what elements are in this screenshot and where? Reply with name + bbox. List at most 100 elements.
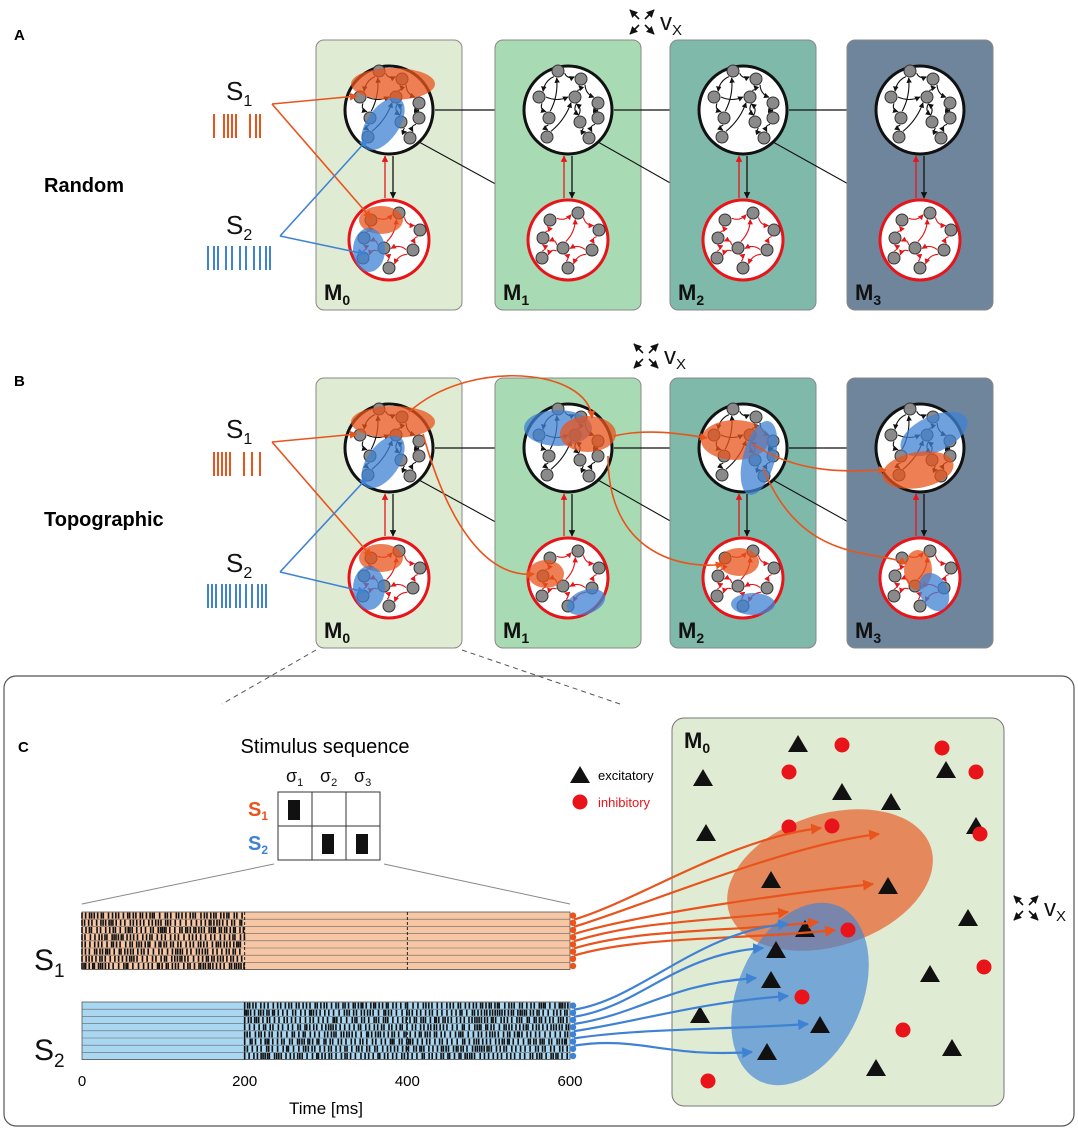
panel-a-m3-inhibitory-network-edge-6 (924, 253, 939, 265)
panel-a-m0-excitatory-network-edge-9 (401, 127, 408, 136)
panel-b-m1-inhibitory-network-edge-7 (564, 591, 571, 600)
panel-b-m2-inhibitory-network-edge-9 (722, 587, 732, 594)
panel-a-m0-label-base: M (324, 280, 342, 305)
panel-b-m2-inhibitory-network-node-5 (760, 581, 774, 595)
s2-projection-3 (573, 991, 790, 1033)
panel-c-velocity: vX (1013, 895, 1066, 925)
panel-b-m3-excitatory-network-node-2 (884, 428, 898, 442)
panel-b-m2-inhibitory-network-node-4 (731, 579, 745, 593)
raster-tick-3: 600 (557, 1073, 582, 1090)
panel-a-m1-inhibitory-network-node-5 (585, 243, 599, 257)
s2-raster-output-2 (569, 1016, 577, 1024)
sequence-row-1-base: S (248, 799, 261, 821)
s2-projection-4 (573, 1019, 810, 1040)
panel-a-m3-excitatory-network-node-2 (884, 90, 898, 104)
panel-a-m2-excitatory-network-edge-4 (720, 96, 744, 102)
panel-a-m1-excitatory-network-edge-12 (575, 103, 582, 116)
panel-a-s2-label: S2 (226, 210, 252, 244)
panel-a-s1-spikes (213, 114, 261, 138)
panel-b-m3-inhibitory-network-node-3 (888, 569, 902, 583)
panel-a-s1-to-exc (271, 92, 358, 105)
panel-a-m2-excitatory-network-node-4 (766, 96, 780, 110)
panel-a-m2-inhibitory-network-node-6 (736, 261, 750, 275)
panel-a-m2-inhibitory-network-edge-1 (757, 217, 770, 229)
panel-a-m1-inhibitory-network-edge-8 (542, 244, 549, 252)
s2-raster-output-4 (569, 1031, 577, 1038)
panel-a-m1-inhibitory-network-edge-10 (569, 243, 586, 250)
panel-b-s1-label: S1 (226, 414, 252, 448)
panel-b-m0-label-base: M (324, 618, 342, 643)
panel-b-m1-inhibitory-network-edge-4 (565, 556, 578, 580)
panel-a-m1-excitatory-network-node-7 (540, 130, 554, 144)
panel-a-m3-excitatory-network-node-4 (943, 96, 957, 110)
panel-b-s1-to-exc (271, 430, 358, 443)
raster-tick-2: 400 (395, 1073, 420, 1090)
panel-b-m3-excitatory-network-edge-10 (944, 445, 951, 452)
panel-b-m3-s1-exc (882, 451, 954, 489)
panel-b-m2-inhibitory-network-edge-8 (717, 582, 724, 590)
panel-a-m3-excitatory-network-node-6 (925, 115, 939, 129)
panel-a-m1-inhibitory-network-edge-3 (548, 236, 558, 246)
panel-a-m2-inhibitory-network-edge-2 (720, 226, 728, 233)
raster-tick-0: 0 (78, 1073, 86, 1090)
panel-a-m3-excitatory-network-edge-0 (916, 73, 927, 82)
move-arrow-3 (633, 343, 644, 354)
panel-b-m0-to-m1-topo (408, 375, 596, 419)
panel-a-m3-inhibitory-network-node-5 (937, 243, 951, 257)
sequence-column-3-sub: 3 (365, 777, 371, 789)
panel-a-m2-inhibitory-network-edge-5 (764, 236, 772, 244)
s1-projection-1 (573, 829, 881, 928)
panel-a-m0-inhibitory-network-node-6 (382, 261, 396, 275)
panel-a-m3-inhibitory-network-edge-1 (934, 217, 947, 229)
panel-a-velocity: vX (629, 9, 682, 39)
panel-a-m1-inhibitory-network-edge-4 (565, 218, 578, 242)
panel-a-s2-to-inh (279, 235, 366, 257)
panel-a-label: Random (44, 175, 124, 197)
raster-s1-label: S1 (34, 944, 65, 982)
panel-a-m1-inhibitory-network-node-4 (556, 241, 570, 255)
zoom-line-right (461, 649, 621, 705)
panel-a-m2-excitatory-network-node-6 (748, 115, 762, 129)
panel-b-m0-s2-exc (361, 435, 405, 489)
panel-a-m2-excitatory-network-edge-6 (715, 103, 722, 113)
panel-a-s2-to-exc (279, 139, 368, 237)
s1-projection-3 (573, 907, 790, 943)
panel-a-m3-excitatory-network-node-1 (926, 72, 940, 86)
panel-a-s2-assembly-inh (353, 228, 385, 272)
panel-a-m2-excitatory-network-node-2 (707, 90, 721, 104)
panel-a-m2-excitatory-network-edge-9 (755, 127, 762, 136)
panel-b-m2-excitatory-network-node-7 (715, 468, 729, 482)
panel-a-m2-excitatory-network-node-0 (726, 64, 740, 78)
s2-projection-1 (573, 943, 765, 1018)
panel-b-letter: B (14, 373, 25, 390)
legend-excitatory-label: excitatory (598, 768, 654, 783)
panel-a-m2-excitatory-network-edge-11 (762, 123, 771, 133)
panel-a-m1-inhibitory-network-edge-6 (572, 253, 587, 265)
panel-a-m2-excitatory-network-node-5 (717, 111, 731, 125)
panel-a-m2-inhibitory-network-node-0 (718, 213, 732, 227)
panel-a-m3-inhibitory-network-edge-4 (917, 218, 930, 242)
panel-a-m3-label: M3 (855, 280, 881, 308)
panel-a-m1-excitatory-network-edge-8 (550, 102, 572, 132)
panel-a-m3-inhibitory-network (878, 198, 962, 282)
panel-b-m0-s2-inh (353, 566, 385, 610)
s2-raster-output-5 (569, 1038, 577, 1045)
panel-a-m2-label-base: M (678, 280, 696, 305)
panel-a-m1-inhibitory-network (526, 198, 610, 282)
panel-a-m1-excitatory-network-edge-3 (541, 76, 555, 92)
inhibitory-neuron-0 (834, 737, 850, 753)
move-arrow-0 (644, 24, 655, 35)
excitatory-neuron-11 (766, 941, 786, 958)
panel-a-m2-excitatory-network-edge-13 (724, 77, 735, 112)
panel-a-m1-label-sub: 1 (521, 292, 529, 308)
panel-b-m0-label-sub: 0 (342, 630, 350, 646)
panel-b-m3-label: M3 (855, 618, 881, 646)
panel-a-m2-excitatory-network-node-8 (757, 131, 771, 145)
panel-b-m1-excitatory-network-node-6 (573, 453, 587, 467)
panel-a-m2-inhibitory-network-edge-4 (740, 218, 753, 242)
panel-c-velocity-label: vX (1044, 895, 1066, 925)
inhibitory-neuron-6 (824, 818, 840, 834)
panel-a-m0-excitatory-network-edge-10 (413, 107, 420, 114)
